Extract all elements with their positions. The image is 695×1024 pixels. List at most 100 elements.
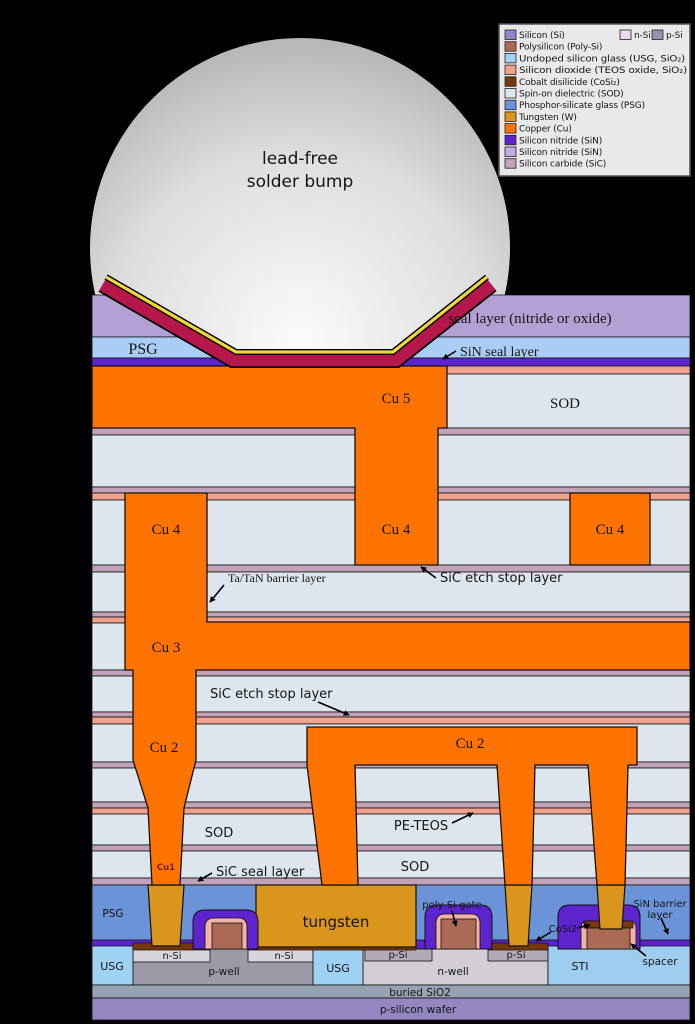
cu4-label-right: Cu 4 [596, 522, 625, 538]
arrow-sic-seal [197, 872, 213, 882]
sic-seal-layer-label: SiC seal layer [216, 865, 305, 880]
usg-label-left: USG [100, 960, 124, 973]
tungsten-contact [504, 884, 533, 947]
cu2-label-left: Cu 2 [150, 740, 179, 756]
poly-si-gate-right [586, 927, 631, 950]
ta-tan-barrier-label: Ta/TaN barrier layer [228, 571, 326, 585]
legend-swatch-tungsten [504, 111, 517, 122]
legend-swatch-sic [504, 158, 517, 169]
sod-label-mid: SOD [205, 826, 234, 841]
sti-label: STI [572, 960, 589, 973]
p-si-label-right: p-Si [506, 950, 525, 961]
legend-label-psg: Phosphor-silicate glass (PSG) [519, 101, 645, 111]
arrow-sin-barrier [660, 917, 669, 935]
arrow-poly-si-gate [451, 910, 458, 927]
teos-strip [446, 365, 691, 375]
psg-bottom-label: PSG [102, 908, 123, 920]
sic-etch-stop-label-cu3: SiC etch stop layer [210, 687, 333, 702]
legend-swatch-polysilicon [504, 41, 517, 52]
pe-teos-label: PE-TEOS [394, 819, 448, 834]
legend-label-p-si: p-Si [666, 31, 683, 41]
spacer-label: spacer [642, 956, 678, 968]
sin-seal-layer-label: SiN seal layer [460, 345, 539, 360]
arrow-sic-etch-cu4 [420, 566, 437, 579]
legend: Silicon (Si) n-Si p-Si Polysilicon (Poly… [498, 23, 691, 177]
copper-interconnect [91, 365, 691, 886]
legend-label-n-si: n-Si [634, 31, 651, 41]
arrow-cosi2-left [535, 931, 552, 942]
bump-label-line2: solder bump [247, 172, 354, 192]
sti-region [547, 945, 691, 986]
legend-swatch-n-si [619, 29, 632, 40]
arrow-cosi2-right [576, 923, 591, 930]
usg-label-middle: USG [326, 962, 350, 975]
usg-block [312, 945, 364, 986]
bump-label-line1: lead-free [262, 149, 338, 169]
sic-etch-stop-label-cu4: SiC etch stop layer [440, 571, 563, 586]
legend-label-sic: Silicon carbide (SiC) [519, 160, 606, 170]
n-si-label-right: n-Si [274, 951, 293, 962]
legend-label-sod: Spin-on dielectric (SOD) [519, 90, 624, 100]
cu5-line-and-via [91, 365, 448, 566]
under-bump-metallization [98, 274, 497, 368]
legend-swatch-sin-dark [504, 134, 517, 146]
poly-si-gate-middle [440, 918, 477, 950]
cu4-line-right [569, 492, 651, 566]
legend-swatch-psg [504, 99, 517, 111]
legend-label-cosi2: Cobalt disilicide (CoSi₂) [519, 78, 620, 88]
annotation-arrows [197, 350, 669, 957]
cu4-label-middle: Cu 4 [382, 522, 411, 538]
legend-label-sin-dark: Silicon nitride (SiN) [519, 136, 602, 146]
arrow-spacer [630, 943, 647, 957]
tungsten-gate-contact [596, 884, 626, 930]
cu4-label-left: Cu 4 [152, 522, 181, 538]
arrow-sic-etch-cu3 [317, 701, 350, 716]
legend-swatch-p-si [651, 29, 664, 40]
p-si-label-left: p-Si [388, 950, 407, 961]
arrow-pe-teos [451, 812, 474, 824]
legend-swatch-silicon [504, 29, 517, 40]
n-si-label-left: n-Si [162, 951, 181, 962]
legend-label-teos: Silicon dioxide (TEOS oxide, SiO₂) [519, 66, 687, 76]
cu2-line-and-vias [306, 726, 638, 886]
legend-label-sin-light: Silicon nitride (SiN) [519, 148, 602, 158]
arrow-ta-tan [209, 584, 225, 603]
legend-label-polysilicon: Polysilicon (Poly-Si) [519, 43, 602, 53]
legend-swatch-cosi2 [504, 76, 517, 87]
legend-swatch-sin-light [504, 146, 517, 157]
sod-label-top: SOD [550, 396, 580, 412]
sin-barrier-label-line2: layer [647, 910, 673, 921]
buried-sio2-label: buried SiO2 [389, 987, 451, 999]
legend-swatch-copper [504, 123, 517, 134]
p-well-label: p-well [208, 966, 239, 978]
ubm-gold-layer [105, 275, 488, 354]
legend-swatch-usg [504, 53, 517, 64]
p-silicon-wafer-layer [91, 997, 691, 1021]
psg-top-label: PSG [128, 341, 158, 358]
cu5-label: Cu 5 [382, 391, 411, 407]
cu4-cu3-cu2-cu1-stack [124, 492, 691, 886]
cu2-label-right: Cu 2 [456, 736, 485, 752]
legend-label-usg: Undoped silicon glass (USG, SiO₂) [519, 54, 685, 64]
seal-layer-label: seal layer (nitride or oxide) [448, 311, 611, 327]
tungsten-contact [147, 884, 185, 947]
ubm-crimson-layer [99, 277, 496, 367]
legend-label-tungsten: Tungsten (W) [518, 113, 577, 123]
legend-label-copper: Copper (Cu) [519, 125, 572, 135]
legend-label-silicon: Silicon (Si) [519, 31, 565, 41]
usg-block [91, 945, 134, 986]
cu3-label: Cu 3 [152, 640, 181, 656]
poly-si-gate-left [211, 922, 243, 950]
legend-box [498, 23, 691, 177]
tungsten-label: tungsten [303, 913, 370, 931]
p-silicon-wafer-label: p-silicon wafer [380, 1004, 457, 1016]
sod-region [91, 813, 691, 846]
arrow-sin-seal [442, 350, 457, 360]
legend-swatch-sod [504, 88, 517, 99]
sod-label-low: SOD [401, 860, 430, 875]
sin-barrier-label-line1: SiN barrier [633, 899, 687, 910]
n-well-label: n-well [437, 966, 468, 978]
legend-swatch-teos [504, 64, 517, 75]
